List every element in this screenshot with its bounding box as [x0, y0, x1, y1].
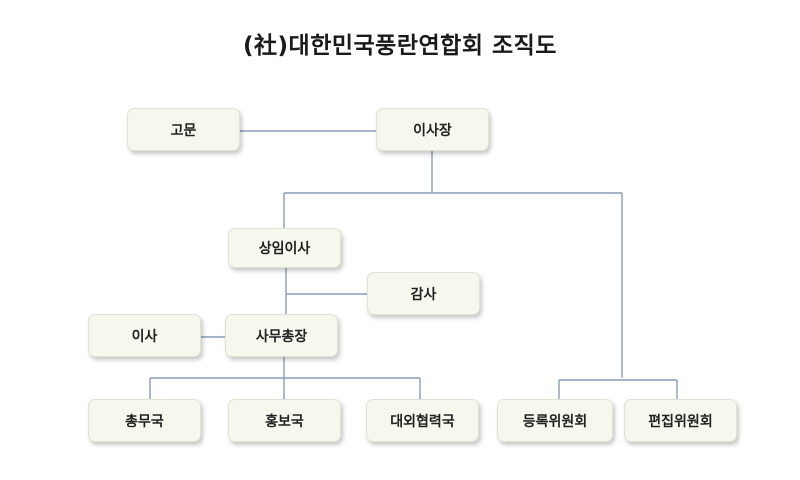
registration-committee-box: 등록위원회	[497, 399, 613, 442]
director-box: 이사	[88, 314, 201, 357]
director-label: 이사	[131, 328, 158, 345]
advisor-box: 고문	[127, 108, 240, 151]
auditor-box: 감사	[367, 272, 480, 315]
editorial-committee-label: 편집위원회	[648, 413, 713, 430]
external-cooperation-label: 대외협력국	[390, 413, 455, 430]
advisor-label: 고문	[170, 122, 197, 139]
general-affairs-box: 총무국	[88, 399, 201, 442]
standing-director-box: 상임이사	[228, 228, 341, 268]
secretary-general-label: 사무총장	[255, 328, 308, 345]
secretary-general-box: 사무총장	[225, 314, 338, 357]
public-relations-box: 홍보국	[228, 399, 341, 442]
editorial-committee-box: 편집위원회	[624, 399, 737, 442]
general-affairs-label: 총무국	[125, 413, 164, 430]
public-relations-label: 홍보국	[265, 413, 304, 430]
chairman-box: 이사장	[376, 108, 489, 151]
chart-title: (社)대한민국풍란연합회 조직도	[243, 33, 557, 59]
external-cooperation-box: 대외협력국	[366, 399, 479, 442]
registration-committee-label: 등록위원회	[522, 413, 588, 430]
chairman-label: 이사장	[413, 122, 452, 139]
auditor-label: 감사	[410, 286, 437, 303]
standing-director-label: 상임이사	[258, 241, 311, 257]
